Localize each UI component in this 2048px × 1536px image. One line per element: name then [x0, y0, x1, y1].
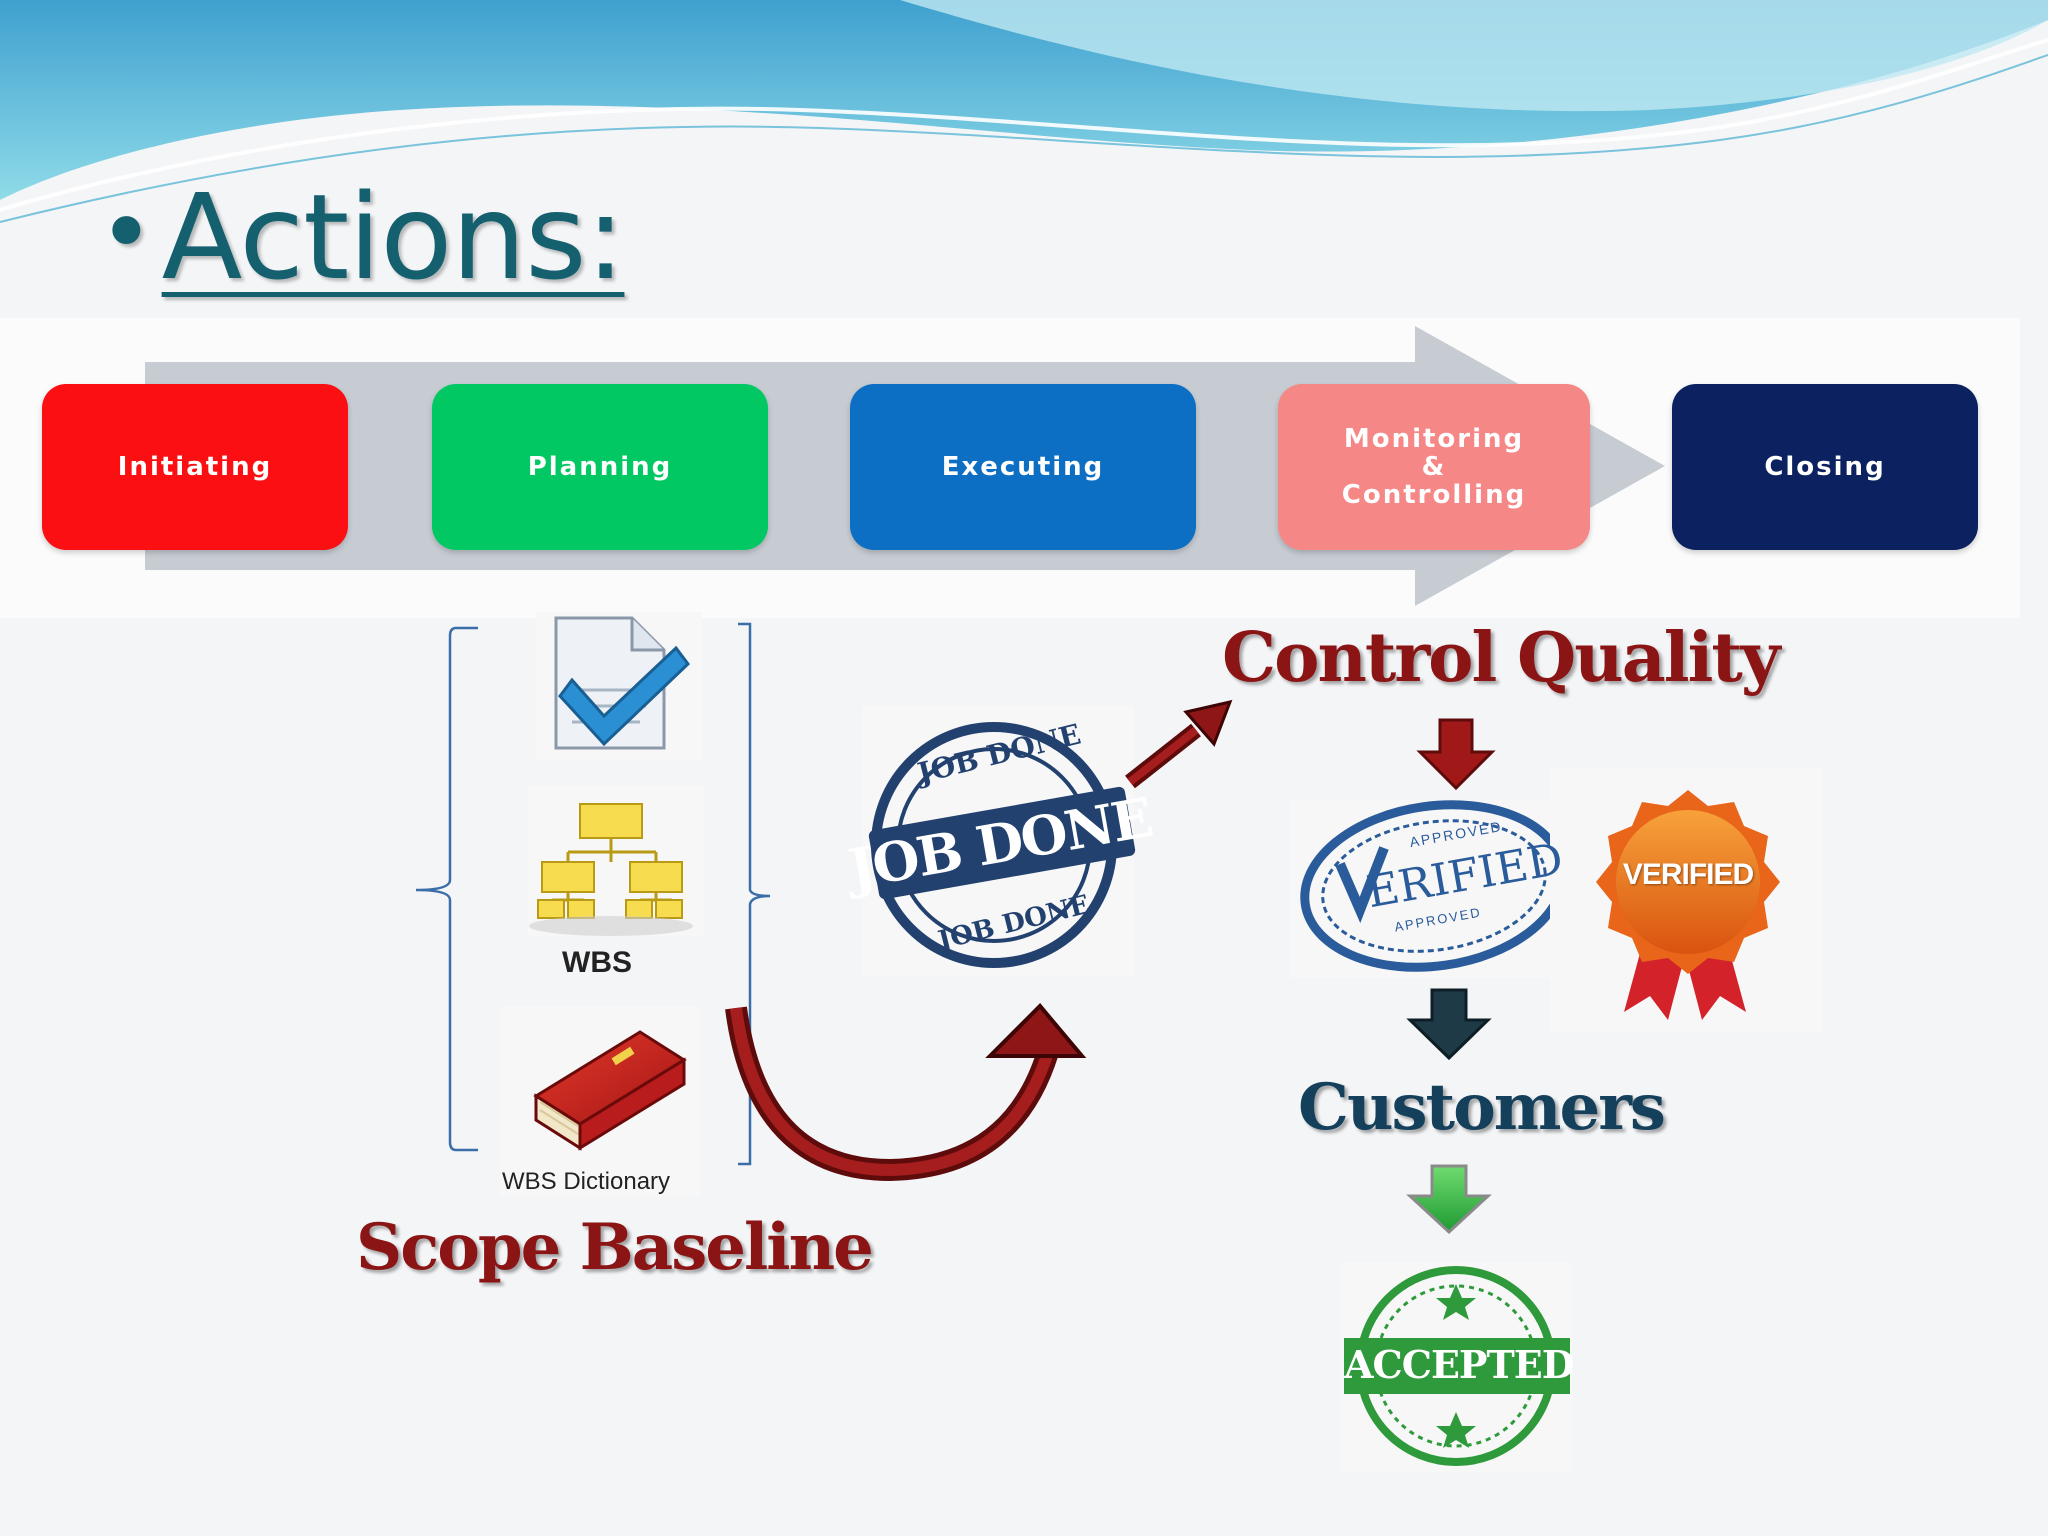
verified-oval-stamp	[1290, 800, 1572, 978]
curved-arrow-to-job-done	[725, 1003, 1087, 1182]
down-arrow-green	[1406, 1164, 1492, 1235]
phase-monitoring-amp: &	[1421, 452, 1447, 482]
title-bullet: •	[98, 177, 155, 289]
scope-bracket-right	[738, 622, 771, 1166]
verified-rosette-badge	[1550, 768, 1822, 1032]
arrow-to-control-quality	[1125, 699, 1233, 789]
phase-monitoring-controlling: Monitoring & Controlling	[1278, 384, 1590, 550]
down-arrow-red	[1416, 718, 1496, 791]
phase-closing: Closing	[1672, 384, 1978, 550]
accepted-stamp-text: ACCEPTED	[1344, 1342, 1575, 1387]
phase-executing: Executing	[850, 384, 1196, 550]
document-check-icon	[536, 612, 702, 760]
scope-baseline-label: Scope Baseline	[356, 1210, 874, 1285]
phase-planning: Planning	[432, 384, 768, 550]
customers-label: Customers	[1298, 1070, 1666, 1145]
wbs-caption: WBS	[562, 946, 632, 979]
wbs-dictionary-caption: WBS Dictionary	[502, 1168, 671, 1195]
header-wave-decoration	[0, 0, 2048, 223]
accepted-stamp	[1340, 1262, 1572, 1472]
control-quality-label: Control Quality	[1222, 618, 1780, 698]
phase-controlling-label: Controlling	[1341, 480, 1527, 510]
phase-initiating-label: Initiating	[117, 452, 273, 482]
wbs-dictionary-book-icon	[500, 1006, 700, 1196]
wbs-hierarchy-icon	[528, 786, 704, 936]
down-arrow-dark	[1406, 988, 1492, 1061]
title-text: Actions:	[161, 168, 626, 306]
job-done-stamp	[862, 706, 1136, 976]
phase-monitoring-label: Monitoring	[1343, 424, 1525, 454]
phase-executing-label: Executing	[941, 452, 1105, 482]
slide-title: •Actions:	[98, 168, 626, 306]
phase-initiating: Initiating	[42, 384, 348, 550]
phase-planning-label: Planning	[527, 452, 673, 482]
verified-badge-text: VERIFIED	[1622, 858, 1754, 891]
phase-closing-label: Closing	[1764, 452, 1886, 482]
scope-bracket-left	[415, 626, 478, 1152]
